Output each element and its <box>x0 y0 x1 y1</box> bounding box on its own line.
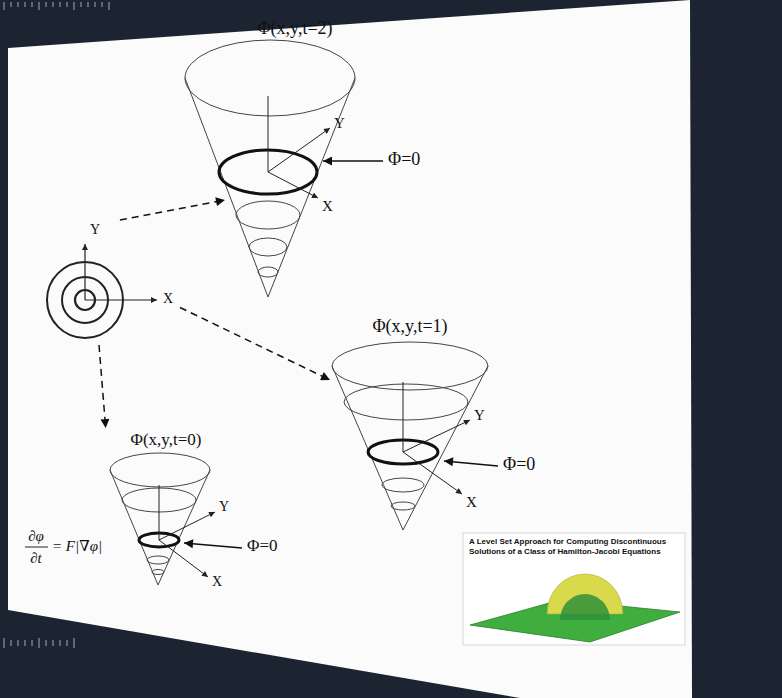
level-set-label: Φ=0 <box>388 149 420 171</box>
dashed-arrow <box>180 308 330 381</box>
cone-surface <box>332 342 488 530</box>
equation-term: ∂t <box>30 549 42 567</box>
leader-arrow <box>184 543 242 548</box>
figure-title: A Level Set Approach for Computing Disco… <box>469 537 679 556</box>
axis-label: Y <box>334 114 345 132</box>
cone-plot: Φ(x,y,t=1) Y X <box>330 314 508 534</box>
slide-panel <box>8 0 692 698</box>
level-set-label: Φ=0 <box>247 536 278 556</box>
axis-label: Y <box>90 222 100 239</box>
axis-label: X <box>322 197 333 215</box>
axis-label: Y <box>474 406 485 424</box>
plot-title: Φ(x,y,t=0) <box>131 430 202 450</box>
axis-label: X <box>466 493 477 511</box>
cone-plot: Φ(x,y,t=2) Y X <box>225 14 360 306</box>
ruler-ticks <box>4 638 74 648</box>
axis-label: X <box>163 291 173 308</box>
dashed-arrow <box>120 200 225 220</box>
axis-label: X <box>212 574 222 591</box>
concentric-circles-figure: YX <box>45 220 180 345</box>
equation-term: ∂φ <box>28 527 44 545</box>
ruler-ticks <box>4 2 109 10</box>
inset-figure: A Level Set Approach for Computing Disco… <box>463 533 685 645</box>
cone-surface <box>185 40 355 297</box>
inset-plot <box>463 533 685 645</box>
leader-arrow <box>323 160 383 162</box>
equation-term: = F|∇φ| <box>52 537 102 555</box>
level-set-label: Φ=0 <box>503 454 535 476</box>
leader-arrow <box>444 461 498 466</box>
plot-title: Φ(x,y,t=1) <box>372 316 447 338</box>
dashed-arrow <box>99 345 106 428</box>
cone-surface <box>110 453 215 585</box>
axis-label: Y <box>219 499 229 516</box>
concentric-circles <box>47 244 157 338</box>
fraction-bar <box>25 547 48 548</box>
plot-title: Φ(x,y,t=2) <box>257 18 332 40</box>
cone-plot: Φ(x,y,t=0) Y X <box>100 428 242 594</box>
